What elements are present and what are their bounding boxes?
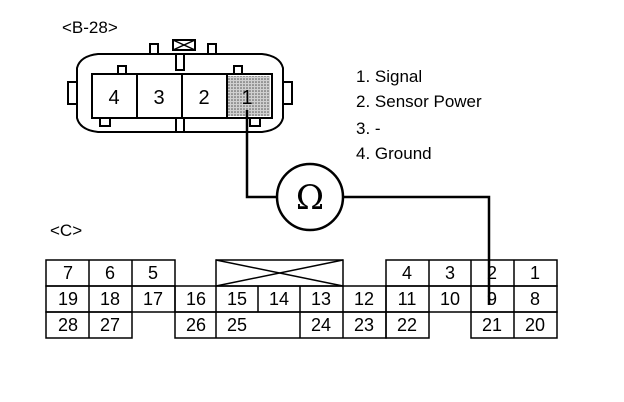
connector-c-pin-19: 19 [58,289,78,309]
legend-item-4: 4. Ground [356,144,432,163]
connector-c-pin-7: 7 [63,263,73,283]
connector-c-pin-22: 22 [397,315,417,335]
connector-c-pin-21: 21 [482,315,502,335]
connector-c-pin-11: 11 [398,289,417,309]
connector-c-pin-20: 20 [525,315,545,335]
connector-b-pin-1: 1 [241,87,252,109]
connector-c-pin-27: 27 [100,315,120,335]
connector-c-pin-14: 14 [269,289,289,309]
connector-c-pin-26: 26 [186,315,206,335]
connector-b-label: <B-28> [62,18,118,37]
legend-item-3: 3. - [356,119,381,138]
connector-c-pin-5: 5 [148,263,158,283]
connector-b28 [67,39,293,133]
legend-item-2: 2. Sensor Power [356,92,482,111]
connector-c-pin-15: 15 [227,289,247,309]
connector-c-label: <C> [50,221,82,240]
connector-c-pin-28: 28 [58,315,78,335]
ohmmeter: Ω [275,162,345,232]
ohm-symbol-icon: Ω [296,178,324,218]
connector-c-pin-1: 1 [530,263,540,283]
connector-c-pin-18: 18 [100,289,120,309]
connector-c-pin-17: 17 [143,289,163,309]
connector-c-pin-8: 8 [530,289,540,309]
connector-c-pin-10: 10 [440,289,460,309]
connector-c-pin-16: 16 [186,289,206,309]
connector-c-pin-12: 12 [354,289,374,309]
connector-c-pin-13: 13 [311,289,331,309]
connector-c-pin-24: 24 [311,315,331,335]
connector-c-grid [45,259,558,339]
test-lead-wires [245,110,491,305]
connector-b-pin-3: 3 [153,87,164,109]
connector-c-pin-23: 23 [354,315,374,335]
connector-c-pin-6: 6 [105,263,115,283]
connector-c-pin-25: 25 [227,315,247,335]
connector-c-pin-4: 4 [402,263,412,283]
legend-item-1: 1. Signal [356,67,422,86]
connector-c-pin-2: 2 [487,263,497,283]
ohmmeter-circle [275,162,345,232]
connector-b-pin-2: 2 [198,87,209,109]
pin-legend: 1. Signal 2. Sensor Power 3. - 4. Ground [356,67,482,163]
connector-c-pin-3: 3 [445,263,455,283]
connector-c-pin-9: 9 [487,289,497,309]
connector-b-pin-4: 4 [108,87,119,109]
